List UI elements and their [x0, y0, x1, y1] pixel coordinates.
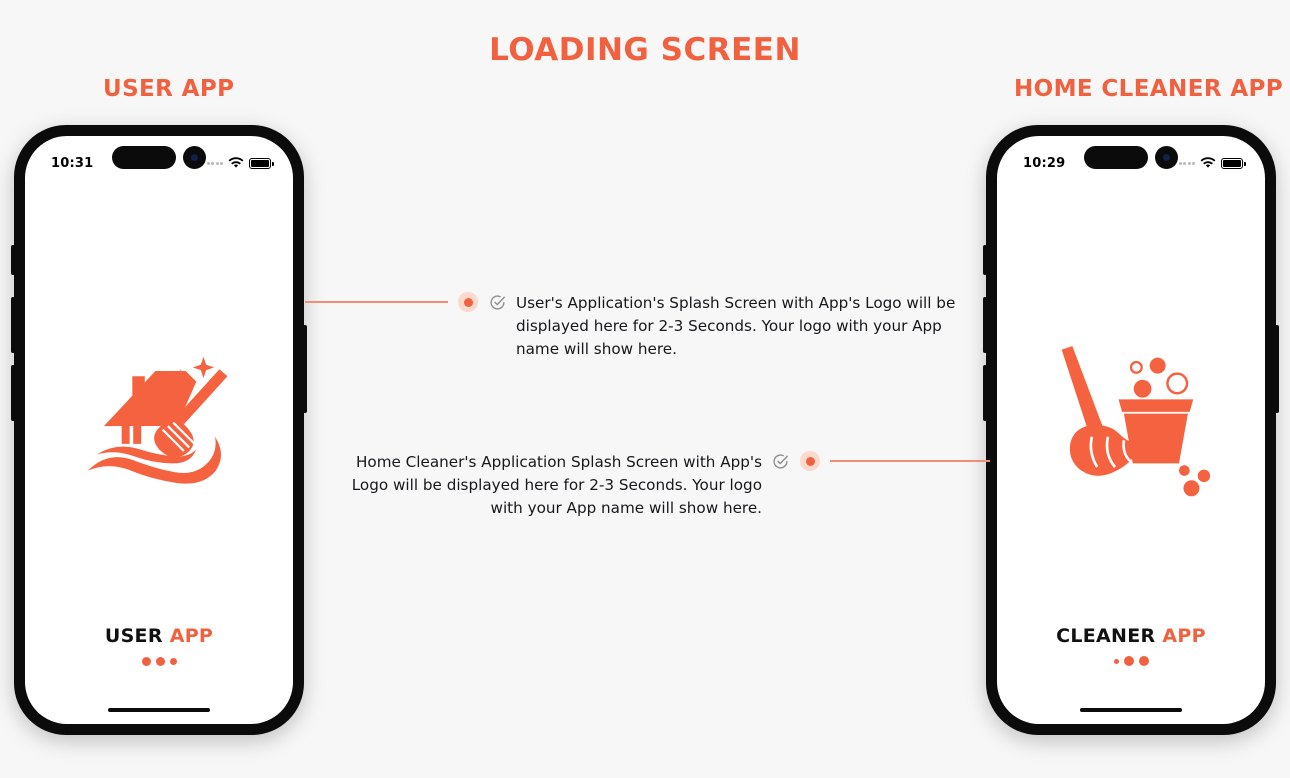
- power-button[interactable]: [1275, 325, 1279, 413]
- loading-dots-indicator: [25, 656, 293, 666]
- callout-cleaner-splash-note: Home Cleaner's Application Splash Screen…: [325, 451, 990, 520]
- brand-name: CLEANER APP: [997, 625, 1265, 647]
- home-indicator[interactable]: [108, 708, 210, 712]
- bullet-dot-icon: [800, 451, 820, 471]
- signal-dots-icon: [1178, 161, 1195, 165]
- front-camera-icon: [183, 146, 206, 169]
- loading-dots-indicator: [997, 656, 1265, 666]
- callout-text: Home Cleaner's Application Splash Screen…: [351, 453, 762, 517]
- power-button[interactable]: [303, 325, 307, 413]
- silent-switch-button[interactable]: [11, 245, 15, 275]
- battery-icon: [249, 157, 274, 169]
- volume-down-button[interactable]: [11, 365, 15, 421]
- status-bar: 10:29: [997, 136, 1265, 184]
- phone-mockup-user-app: 10:31: [11, 125, 307, 735]
- brand-name-primary: CLEANER: [1056, 625, 1156, 647]
- status-bar: 10:31: [25, 136, 293, 184]
- wifi-icon: [1200, 157, 1216, 168]
- dynamic-island-pill: [112, 146, 176, 169]
- brand-name: USER APP: [25, 625, 293, 647]
- check-circle-icon: [772, 453, 789, 470]
- column-title-cleaner-app: HOME CLEANER APP: [1014, 76, 1284, 102]
- brand-name-primary: USER: [104, 625, 163, 647]
- column-title-user-app: USER APP: [103, 76, 235, 102]
- status-clock: 10:29: [1023, 155, 1066, 171]
- brand-name-accent: APP: [169, 625, 214, 647]
- phone-screen-cleaner-app: 10:29: [997, 136, 1265, 724]
- phone-mockup-cleaner-app: 10:29: [983, 125, 1279, 735]
- page-title: LOADING SCREEN: [489, 32, 801, 68]
- dynamic-island-pill: [1084, 146, 1148, 169]
- callout-leader-line: [830, 460, 990, 462]
- bullet-dot-icon: [458, 292, 478, 312]
- front-camera-icon: [1155, 146, 1178, 169]
- volume-up-button[interactable]: [983, 297, 987, 353]
- callout-text: User's Application's Splash Screen with …: [516, 294, 956, 358]
- brand-block-user: USER APP: [25, 625, 293, 666]
- status-indicators: [1178, 157, 1246, 169]
- status-indicators: [206, 157, 274, 169]
- wifi-icon: [228, 157, 244, 168]
- status-clock: 10:31: [51, 155, 94, 171]
- volume-down-button[interactable]: [983, 365, 987, 421]
- home-indicator[interactable]: [1080, 708, 1182, 712]
- phone-screen-user-app: 10:31: [25, 136, 293, 724]
- dynamic-island: [112, 146, 206, 169]
- house-broom-sparkle-logo: [69, 337, 249, 497]
- brand-name-accent: APP: [1162, 625, 1206, 647]
- brand-block-cleaner: CLEANER APP: [997, 625, 1265, 666]
- battery-icon: [1221, 157, 1246, 169]
- dynamic-island: [1084, 146, 1178, 169]
- callout-leader-line: [305, 301, 448, 303]
- volume-up-button[interactable]: [11, 297, 15, 353]
- check-circle-icon: [489, 294, 506, 311]
- silent-switch-button[interactable]: [983, 245, 987, 275]
- mop-bucket-bubbles-logo: [1041, 337, 1221, 497]
- callout-user-splash-note: User's Application's Splash Screen with …: [305, 292, 965, 361]
- signal-dots-icon: [206, 161, 223, 165]
